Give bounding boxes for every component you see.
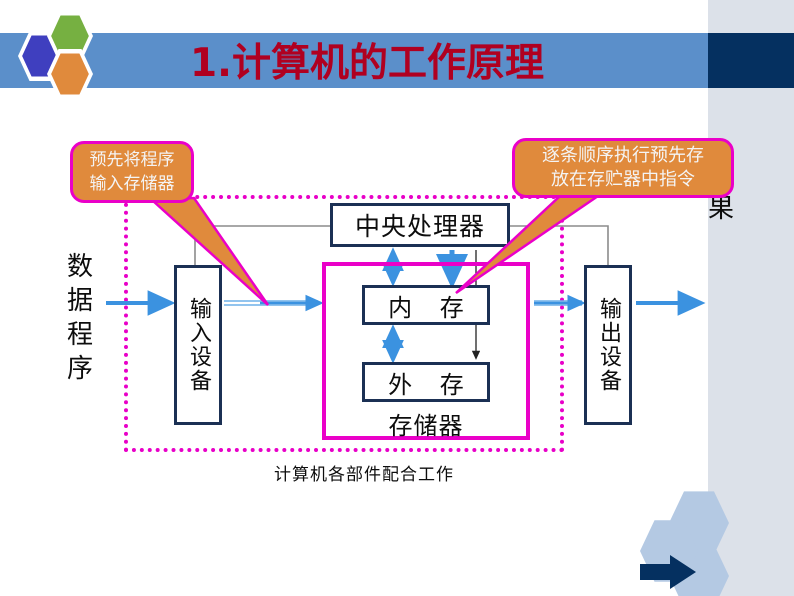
right-gray-panel (708, 0, 794, 596)
callout-input-line2: 输入存储器 (89, 174, 175, 194)
header-band (0, 33, 708, 88)
logo-hexagon-orange (47, 48, 93, 100)
output-device-box[interactable]: 输出设备 (584, 265, 632, 425)
callout-input-program: 预先将程序 输入存储器 (70, 141, 194, 203)
storage-label: 存储器 (388, 412, 464, 440)
ram-box[interactable]: 内 存 (362, 285, 490, 325)
input-data-label-text: 数据程序 (66, 252, 93, 384)
decor-arrow-icon (640, 555, 696, 589)
callout-execute-instructions: 逐条顺序执行预先存 放在存贮器中指令 (512, 138, 734, 198)
rom-box[interactable]: 外 存 (362, 362, 490, 402)
callout-execute-line2: 放在存贮器中指令 (551, 169, 695, 190)
diagram-caption: 计算机各部件配合工作 (274, 465, 454, 485)
callout-execute-line1: 逐条顺序执行预先存 (542, 145, 704, 166)
page-title: 1.计算机的工作原理 (190, 41, 544, 86)
header-navy-block (708, 33, 794, 88)
computer-boundary-frame (124, 195, 564, 452)
storage-group-frame (322, 262, 530, 440)
input-data-label: 数据程序 (63, 250, 97, 386)
cpu-box[interactable]: 中央处理器 (330, 203, 510, 247)
input-device-box[interactable]: 输入设备 (174, 265, 222, 425)
callout-input-line1: 预先将程序 (89, 150, 175, 170)
